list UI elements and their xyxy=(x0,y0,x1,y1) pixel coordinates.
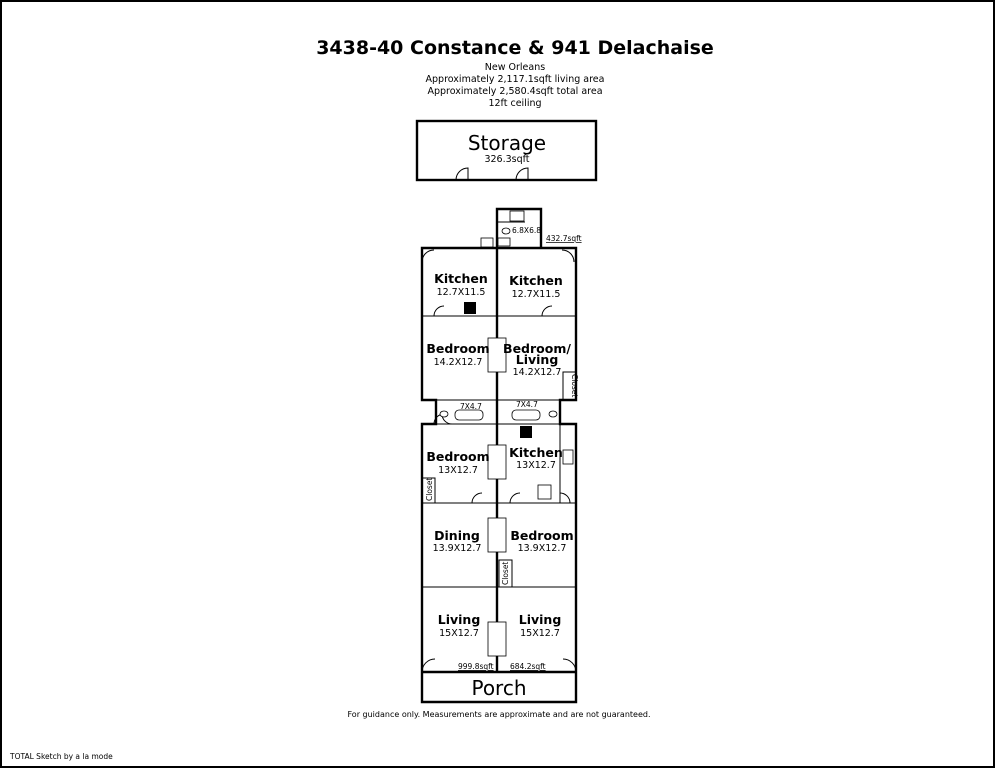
room-bedroom-living-right-dim: 14.2X12.7 xyxy=(513,367,562,378)
room-dining-left-dim: 13.9X12.7 xyxy=(433,543,482,554)
room-bedroom-living-right-name2: Living xyxy=(516,352,559,367)
fireplaces xyxy=(487,337,507,657)
annex-area: 432.7sqft xyxy=(546,234,582,243)
room-living-right-dim: 15X12.7 xyxy=(520,628,560,639)
room-living-left-dim: 15X12.7 xyxy=(439,628,479,639)
fridge-fixture xyxy=(537,484,552,500)
plan-title: 3438-40 Constance & 941 Delachaise xyxy=(316,37,714,59)
room-kitchen-right-mid: Kitchen 13X12.7 xyxy=(509,445,563,471)
room-bedroom-left-mid: Bedroom 13X12.7 xyxy=(426,449,489,476)
room-kitchen-left-dim: 12.7X11.5 xyxy=(437,287,486,298)
fixtures xyxy=(432,237,574,588)
room-kitchen-left: Kitchen 12.7X11.5 xyxy=(434,271,488,298)
annex-bath-dim: 6.8X6.8 xyxy=(512,226,541,235)
room-kitchen-right-mid-dim: 13X12.7 xyxy=(516,460,556,471)
range-fixture xyxy=(464,302,476,314)
sink-fixture-annex xyxy=(480,237,494,248)
closet-label-mid-left: Closet xyxy=(425,478,434,501)
storage-area: 326.3sqft xyxy=(484,154,529,165)
room-bedroom-right-lower-dim: 13.9X12.7 xyxy=(518,543,567,554)
plan-ceiling: 12ft ceiling xyxy=(488,98,541,109)
toilet-fixture xyxy=(501,227,511,235)
room-bedroom-living-right: Bedroom/ Living 14.2X12.7 xyxy=(503,341,571,378)
room-bedroom-right-lower: Bedroom 13.9X12.7 xyxy=(510,528,573,554)
porch-label: Porch xyxy=(471,676,526,700)
room-kitchen-right-dim: 12.7X11.5 xyxy=(512,289,561,300)
range-fixture-right xyxy=(520,426,532,438)
room-kitchen-right-mid-name: Kitchen xyxy=(509,445,563,460)
room-dining-left-name: Dining xyxy=(434,528,480,543)
storage-building: Storage 326.3sqft xyxy=(415,119,598,182)
room-bedroom-left-upper-dim: 14.2X12.7 xyxy=(434,357,483,368)
unit-area-left: 999.8sqft xyxy=(458,662,494,671)
room-bedroom-living-right-name1: Bedroom/ xyxy=(503,341,571,356)
room-bedroom-right-lower-name: Bedroom xyxy=(510,528,573,543)
bath-right-dim: 7X4.7 xyxy=(516,400,538,409)
tub-fixture xyxy=(509,210,525,222)
bath-left-dim: 7X4.7 xyxy=(460,402,482,411)
sink-fixture xyxy=(497,237,511,247)
sketch-credit: TOTAL Sketch by a la mode xyxy=(9,752,113,761)
room-bedroom-left-upper: Bedroom 14.2X12.7 xyxy=(426,341,489,368)
room-kitchen-left-name: Kitchen xyxy=(434,271,488,286)
plan-city: New Orleans xyxy=(485,62,545,73)
disclaimer: For guidance only. Measurements are appr… xyxy=(347,710,650,719)
closet-label-lower-center: Closet xyxy=(501,562,510,585)
room-bedroom-left-mid-dim: 13X12.7 xyxy=(438,465,478,476)
rear-annex: 6.8X6.8 432.7sqft xyxy=(495,207,582,248)
room-living-right: Living 15X12.7 xyxy=(519,612,562,639)
room-dining-left: Dining 13.9X12.7 xyxy=(433,528,482,554)
room-bedroom-left-mid-name: Bedroom xyxy=(426,449,489,464)
room-bedroom-left-upper-name: Bedroom xyxy=(426,341,489,356)
sink-fixture-right xyxy=(562,449,574,465)
closet-label-upper-right: Closet xyxy=(570,374,579,397)
unit-area-right: 684.2sqft xyxy=(510,662,546,671)
room-living-right-name: Living xyxy=(519,612,562,627)
plan-living-area: Approximately 2,117.1sqft living area xyxy=(426,74,605,85)
storage-label: Storage xyxy=(468,131,546,155)
room-living-left-name: Living xyxy=(438,612,481,627)
room-kitchen-right-name: Kitchen xyxy=(509,273,563,288)
room-living-left: Living 15X12.7 xyxy=(438,612,481,639)
plan-total-area: Approximately 2,580.4sqft total area xyxy=(427,86,602,97)
room-kitchen-right: Kitchen 12.7X11.5 xyxy=(509,273,563,300)
